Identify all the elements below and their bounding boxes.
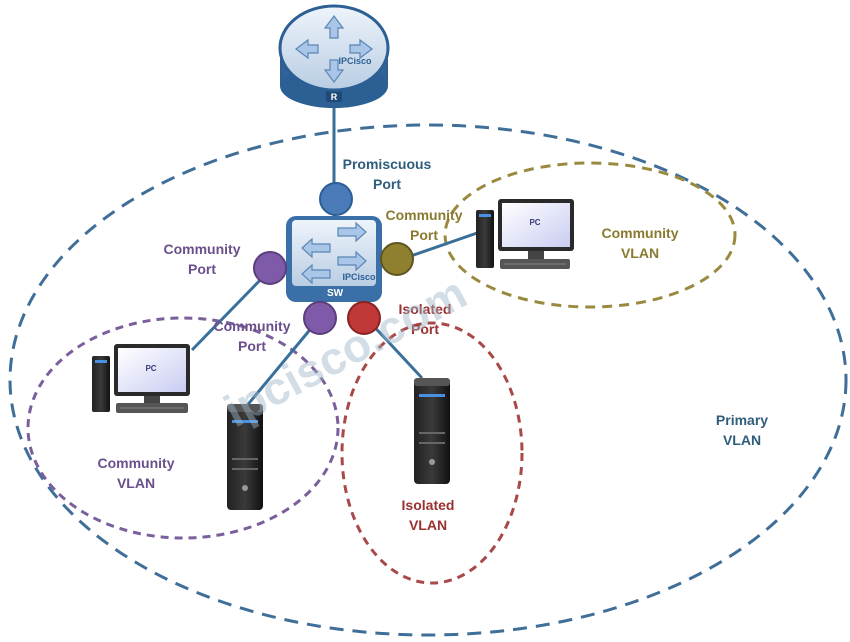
community-port-right-label: Community Port [385, 207, 463, 243]
pc-left-icon[interactable] [92, 344, 190, 413]
community-vlan-right-label: Community VLAN [601, 225, 679, 261]
community-port-left-label: Community Port [163, 241, 241, 277]
port-promiscuous-dot[interactable] [319, 182, 353, 216]
link-switch-pc-left [190, 268, 272, 352]
switch-brand: IPCisco [342, 272, 376, 282]
router-brand: IPCisco [338, 56, 372, 66]
port-isolated-dot[interactable] [347, 301, 381, 335]
switch-badge: SW [326, 288, 344, 299]
server-isolated-icon[interactable] [414, 378, 450, 484]
link-switch-server-isolated [366, 318, 424, 380]
port-community-right-dot[interactable] [380, 242, 414, 276]
switch-icon[interactable] [286, 216, 382, 302]
link-switch-pc-right [404, 230, 481, 260]
pc-left-screen: PC [145, 364, 157, 373]
primary-vlan-label: Primary VLAN [715, 412, 769, 448]
pc-right-icon[interactable] [476, 199, 574, 269]
primary-vlan-boundary [8, 123, 848, 637]
promiscuous-port-label: Promiscuous Port [342, 156, 432, 192]
port-community-bottom-dot[interactable] [303, 301, 337, 335]
community-port-bottom-label: Community Port [213, 318, 291, 354]
isolated-port-label: Isolated Port [398, 301, 452, 337]
port-community-left-dot[interactable] [253, 251, 287, 285]
router-badge: R [330, 92, 338, 102]
isolated-vlan-boundary [340, 321, 524, 585]
server-community-icon[interactable] [227, 404, 263, 510]
pc-right-screen: PC [529, 218, 541, 227]
community-vlan-right-boundary [443, 161, 737, 309]
router-icon[interactable] [278, 4, 390, 108]
link-switch-server-left [243, 319, 320, 409]
community-vlan-left-label: Community VLAN [97, 455, 175, 491]
community-vlan-left-boundary [26, 316, 340, 540]
isolated-vlan-label: Isolated VLAN [401, 497, 455, 533]
